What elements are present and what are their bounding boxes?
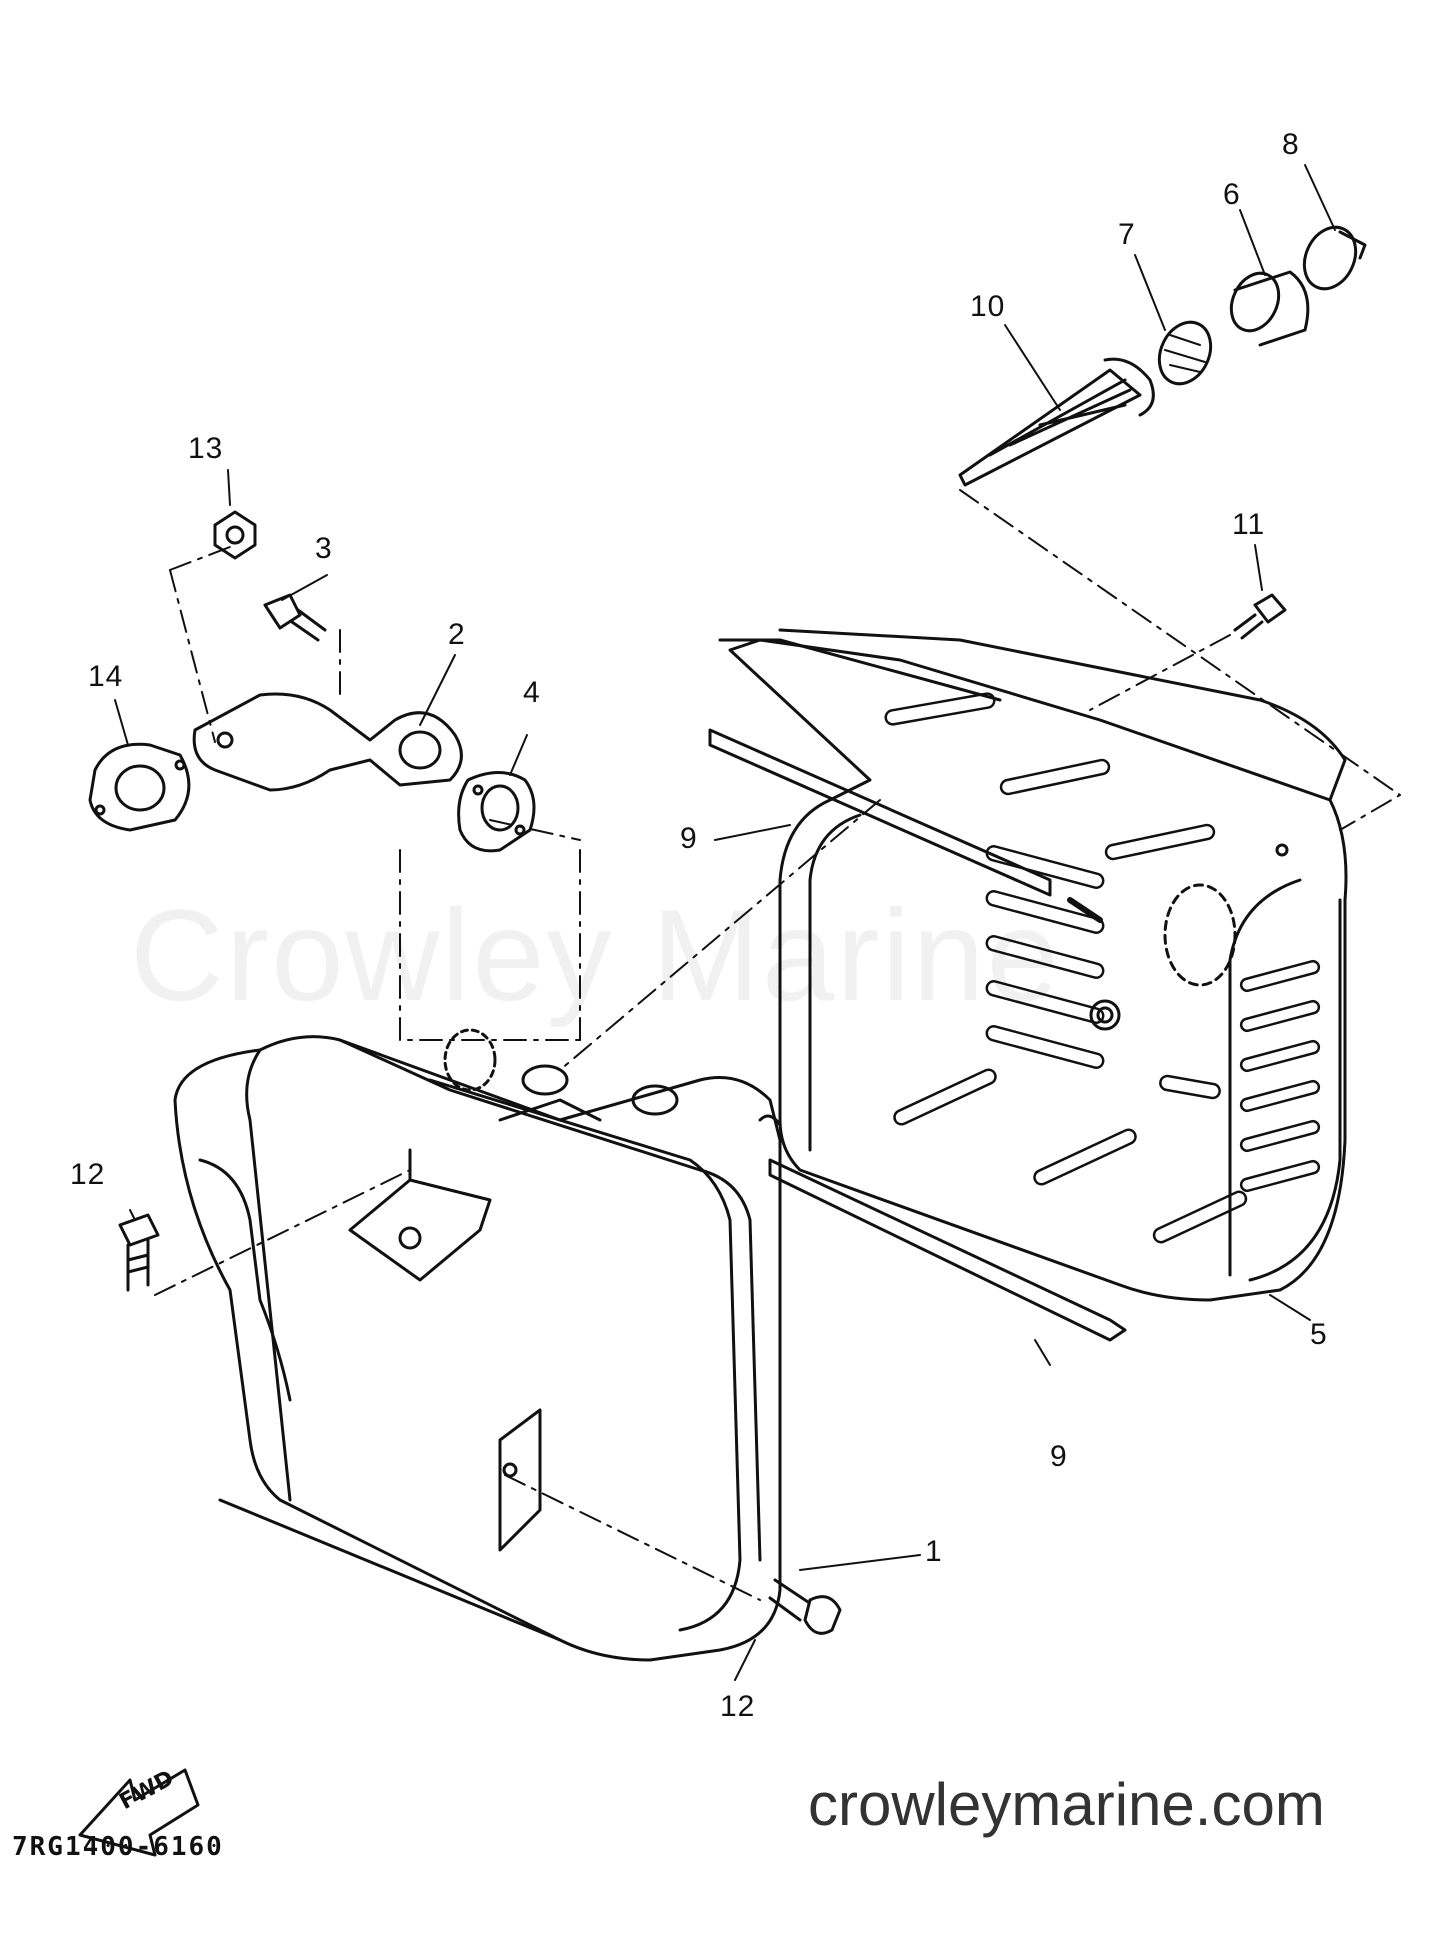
bolt-part-11: [1233, 593, 1287, 640]
diagram-code: 7RG1400-6160: [12, 1832, 224, 1862]
nut-part-13: [213, 510, 257, 560]
muffler-cover-part-5: [718, 628, 1348, 1302]
callout-14: 14: [88, 660, 124, 693]
gasket-strip-part-9-upper: [708, 728, 1052, 897]
callout-6: 6: [1223, 178, 1241, 211]
callout-9-lower: 9: [1050, 1440, 1068, 1473]
callout-12-lower: 12: [720, 1690, 756, 1723]
bolt-part-12-upper: [118, 1213, 160, 1292]
callout-4: 4: [523, 676, 541, 709]
cone-screen-part-10: [958, 357, 1155, 487]
callout-5: 5: [1310, 1318, 1328, 1351]
callout-12-upper: 12: [70, 1158, 106, 1191]
fwd-arrow-icon: [78, 1768, 200, 1857]
callout-2: 2: [448, 618, 466, 651]
muffler-body-part-1: [173, 1028, 782, 1662]
exhaust-elbow-part-2: [192, 692, 463, 792]
callout-7: 7: [1118, 218, 1136, 251]
callout-10: 10: [970, 290, 1006, 323]
hose-clamp-part-8: [1302, 225, 1367, 291]
watermark: Crowley Marine: [130, 882, 1062, 1028]
gasket-strip-part-9-lower: [768, 1158, 1127, 1342]
callout-9-upper: 9: [680, 822, 698, 855]
bolt-part-12-lower: [768, 1578, 842, 1635]
callout-1: 1: [925, 1535, 943, 1568]
assembly-lines: [154, 489, 1401, 1601]
callout-8: 8: [1282, 128, 1300, 161]
gasket-part-4: [457, 771, 536, 853]
bolt-part-3: [263, 593, 327, 642]
callout-3: 3: [315, 532, 333, 565]
mesh-disk-part-7: [1157, 320, 1213, 386]
callout-11: 11: [1232, 508, 1266, 541]
cup-part-6: [1229, 270, 1310, 347]
site-url: crowleymarine.com: [808, 1771, 1325, 1838]
callout-13: 13: [188, 432, 224, 465]
leader-lines: [114, 164, 1336, 1681]
gasket-part-14: [88, 742, 191, 832]
